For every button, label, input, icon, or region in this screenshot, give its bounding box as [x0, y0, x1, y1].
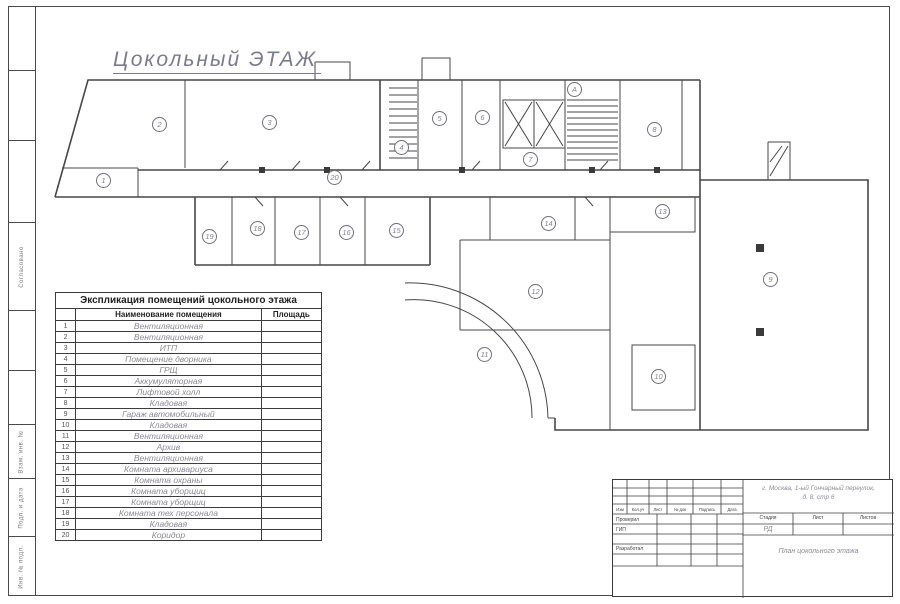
room-label-1: 1 — [96, 173, 111, 188]
title-block-grid — [613, 480, 894, 598]
tb-header-cell: Дата — [727, 507, 737, 512]
tb-header-cells: Изм Кол.уч Лист № док Подпись Дата — [613, 505, 743, 514]
room-label-8: 8 — [647, 122, 662, 137]
room-label-15: 15 — [389, 223, 404, 238]
room-label-5: 5 — [432, 111, 447, 126]
tb-header-cell: Подпись — [698, 507, 716, 512]
room-label-13: 13 — [655, 204, 670, 219]
room-label-14: 14 — [541, 216, 556, 231]
col-name-header: Наименование помещения — [75, 308, 262, 321]
frame-divider — [8, 70, 35, 71]
frame-cell-подп-и-дата: Подп. и дата — [8, 478, 35, 536]
tb-sign-label: Проверил — [616, 517, 640, 523]
tb-header-cell: Изм — [616, 507, 624, 512]
room-label-10: 10 — [651, 369, 666, 384]
room-label-2: 2 — [152, 117, 167, 132]
frame-cell-согласовано: Согласовано — [8, 222, 35, 310]
room-label-9: 9 — [763, 272, 778, 287]
frame-cell-инв-подл-: Инв. № подл. — [8, 536, 35, 596]
room-label-16: 16 — [339, 225, 354, 240]
sheet-frame — [8, 6, 890, 596]
title-block: г. Москва, 1-ый Гончарный переулок, д. 8… — [612, 479, 894, 598]
room-label-6: 6 — [475, 110, 490, 125]
frame-divider — [8, 370, 35, 371]
stage-value: РД — [763, 526, 773, 533]
room-label-4: 4 — [394, 140, 409, 155]
frame-divider — [8, 140, 35, 141]
frame-left-line — [35, 6, 36, 596]
room-label-19: 19 — [202, 229, 217, 244]
tb-header-cell: Кол.уч — [631, 507, 645, 512]
column-markers — [259, 167, 764, 336]
room-label-18: 18 — [250, 221, 265, 236]
project-address: г. Москва, 1-ый Гончарный переулок, д. 8… — [743, 484, 894, 502]
col-area-header: Площадь — [260, 308, 323, 321]
explication-header-row: Наименование помещения Площадь — [54, 308, 323, 321]
sheets-label: Листов — [859, 515, 877, 521]
tb-header-cell: № док — [673, 507, 687, 512]
room-label-3: 3 — [262, 115, 277, 130]
room-label-11: 11 — [477, 347, 492, 362]
doc-title: План цокольного этажа — [778, 548, 859, 555]
explication-table: Экспликация помещений цокольного этажа Н… — [54, 292, 323, 541]
room-label-20: 20 — [327, 170, 342, 185]
frame-cell-взам-инв-: Взам. инв. № — [8, 424, 35, 478]
tb-header-cell: Лист — [653, 507, 663, 512]
address-line-1: г. Москва, 1-ый Гончарный переулок, — [762, 485, 875, 492]
room-label-12: 12 — [528, 284, 543, 299]
col-number-header — [54, 308, 77, 321]
stage-label: Стадия — [759, 515, 777, 521]
room-label-А: А — [567, 82, 582, 97]
tb-sign-label: Разработал — [616, 546, 644, 552]
page-title: Цокольный ЭТАЖ — [113, 48, 321, 74]
room-label-17: 17 — [294, 225, 309, 240]
explication-title: Экспликация помещений цокольного этажа — [55, 292, 322, 308]
address-line-2: д. 8, стр 6 — [802, 494, 835, 501]
room-label-7: 7 — [523, 152, 538, 167]
tb-sign-label: ГИП — [616, 527, 626, 533]
frame-divider — [8, 310, 35, 311]
sheet-label: Лист — [812, 515, 824, 521]
